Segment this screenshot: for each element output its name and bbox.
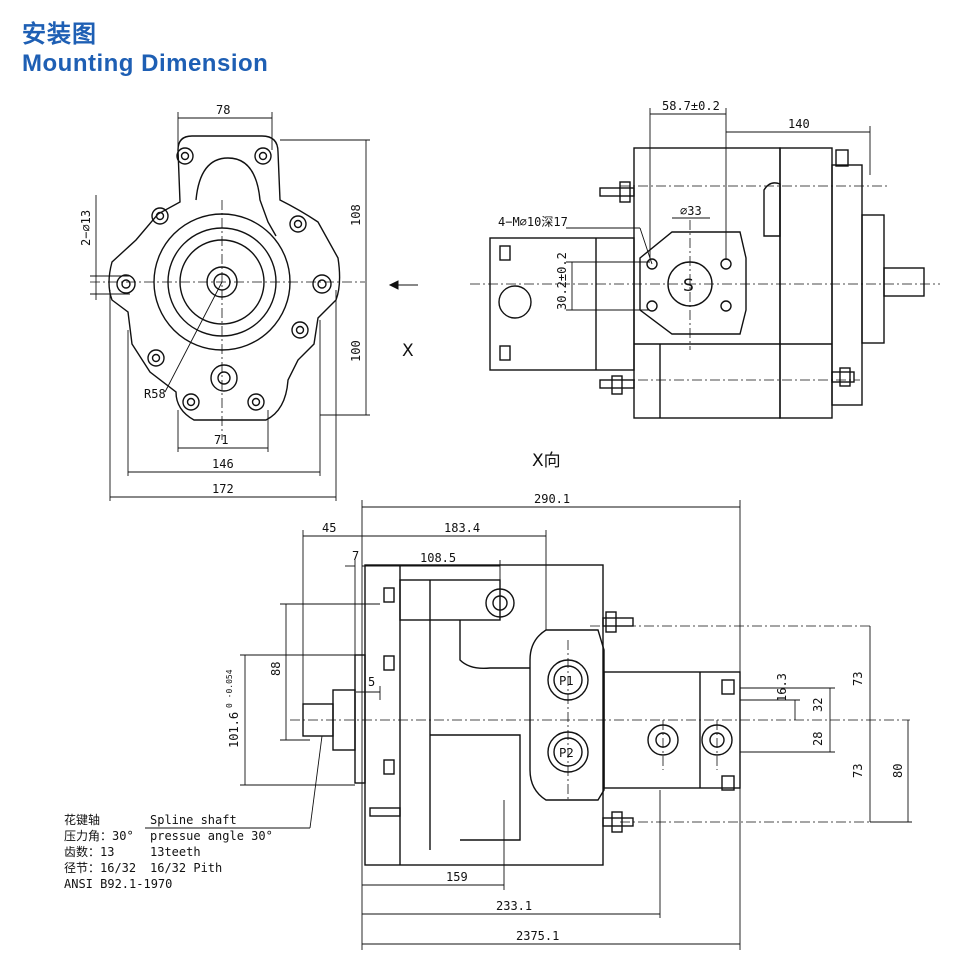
bottom-manifold [529,629,605,801]
dim-58-7: 58.7±0.2 [662,99,720,113]
front-flange-inner [195,157,277,237]
note-cn-3: 径节：16/32 [64,861,136,875]
spline-note: 花键轴 压力角：30° 齿数：13 径节：16/32 ANSI B92.1-19… [64,812,273,891]
front-flange-outline [108,135,341,421]
title-chinese: 安装图 [22,21,97,48]
port-s-label: S [683,276,694,296]
side-view [470,108,940,419]
front-mount-holes [116,147,332,411]
bottom-main-body [364,564,604,866]
front-lower-port [217,371,231,385]
label-x: X [402,341,414,361]
note-cn-1: 压力角：30° [64,829,134,843]
side-s-flange [639,231,747,335]
dim-33: ∅33 [680,204,702,218]
front-lower-boss [210,364,238,392]
dim-101-6-tolerance: 0 -0.054 [225,669,234,708]
bottom-rear-pump [603,671,741,789]
dim-71: 71 [214,433,228,447]
bottom-dim-lines [302,500,741,950]
dim-45: 45 [322,521,336,535]
dim-78-lines [177,112,273,150]
dim-r58: R58 [144,387,166,401]
dim-146: 146 [212,457,234,471]
note-en-2: 13teeth [150,845,201,859]
dim-5: 5 [368,675,375,689]
bottom-vdim-lines [240,603,912,823]
note-en-0: Spline shaft [150,813,237,827]
bottom-view [145,500,912,950]
bottom-flange [354,654,366,784]
port-p1-label: P1 [559,674,574,688]
dim-80: 80 [891,764,905,778]
dim-2m13-lines [90,195,130,300]
dim-140: 140 [788,117,810,131]
note-cn-4: ANSI B92.1-1970 [64,877,172,891]
side-main-body [633,147,781,419]
side-rear-block [779,147,833,419]
dim-183-4: 183.4 [444,521,480,535]
dim-28: 28 [811,732,825,746]
dim-172: 172 [212,482,234,496]
side-shaft-flange [861,214,885,344]
side-end-cap [831,164,863,406]
front-view [90,112,418,501]
bottom-centerlines [290,625,910,823]
dim-30-2: 30.2±0.2 [555,252,569,310]
title-english: Mounting Dimension [22,50,269,77]
dim-108-5: 108.5 [420,551,456,565]
dim-2m13: 2−∅13 [79,210,93,246]
dim-7: 7 [352,549,359,563]
note-cn-2: 齿数：13 [64,844,114,859]
label-x-direction: X向 [532,451,561,471]
note-en-1: pressue angle 30° [150,829,273,843]
dim-108: 108 [349,204,363,226]
side-centerlines [470,185,940,381]
dim-16-3: 16.3 [775,673,789,702]
side-dim-lines [566,108,871,311]
side-left-port [498,285,532,319]
dim-32: 32 [811,698,825,712]
dim-100: 100 [349,340,363,362]
note-cn-0: 花键轴 [64,812,100,827]
side-shaft [883,267,925,297]
front-centerlines [90,200,365,440]
dim-2375-1: 2375.1 [516,929,559,943]
dim-4m10: 4−M∅10深17 [498,215,568,229]
dim-78: 78 [216,103,230,117]
dim-bottom-lines [109,290,337,501]
dim-159: 159 [446,870,468,884]
dim-108-100-lines [280,139,370,416]
note-en-3: 16/32 Pith [150,861,222,875]
dim-101-6: 101.6 [227,712,241,748]
port-p2-label: P2 [559,746,574,760]
dim-233-1: 233.1 [496,899,532,913]
dim-73-lower: 73 [851,764,865,778]
r58-leader [164,281,223,393]
dim-88: 88 [269,662,283,676]
x-view-arrow [388,280,418,290]
dim-290-1: 290.1 [534,492,570,506]
dim-73-upper: 73 [851,672,865,686]
side-left-block [489,237,635,371]
